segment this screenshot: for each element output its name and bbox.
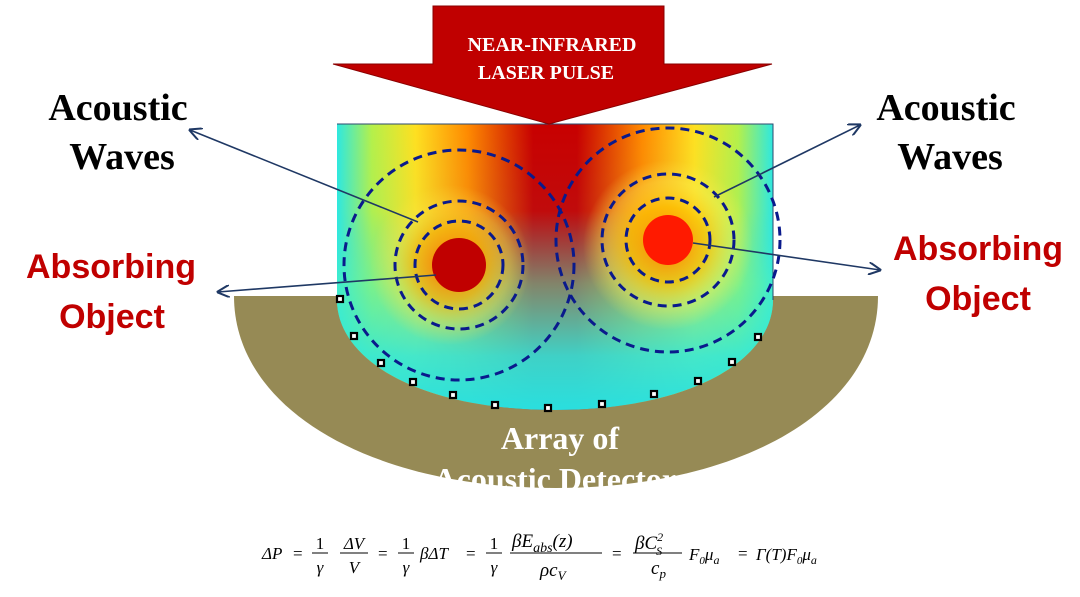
wavefronts-right [554,126,782,354]
detector-array-line2: Acoustic Detectors [434,461,689,497]
absorbing-object-left-line2: Object [59,298,165,336]
absorbing-object-right [643,215,693,265]
svg-text:=: = [293,544,303,563]
svg-text:F0μa: F0μa [688,545,719,567]
acoustic-waves-right-line1: Acoustic [876,87,1015,129]
svg-text:=: = [738,544,748,563]
detector [727,357,737,367]
svg-text:Γ(T)F0μa: Γ(T)F0μa [755,545,817,567]
pointer-absorbing-left [218,274,437,292]
svg-text:βΔT: βΔT [419,544,449,563]
tissue-heatmap [337,124,773,410]
pointer-lines [190,125,880,292]
detector [490,400,500,410]
acoustic-waves-left-line2: Waves [69,136,175,178]
svg-text:=: = [466,544,476,563]
detector [693,376,703,386]
photoacoustic-equation: ΔP = 1 γ ΔV V = 1 γ βΔT = 1 γ βEabs(z) ρ… [261,530,817,583]
absorbing-object-left-line1: Absorbing [26,248,196,286]
acoustic-detectors [335,294,763,413]
acoustic-waves-right-line2: Waves [897,136,1003,178]
svg-text:cp: cp [651,558,666,581]
detector [597,399,607,409]
detector [753,332,763,342]
svg-text:=: = [612,544,622,563]
svg-text:1: 1 [490,534,499,553]
detector [349,331,359,341]
svg-text:ρcV: ρcV [539,560,568,583]
laser-pulse-arrow [332,5,773,125]
detector [335,294,345,304]
pointer-absorbing-right [692,242,880,270]
acoustic-waves-left-line1: Acoustic [48,87,187,129]
svg-text:1: 1 [316,534,325,553]
laser-label-line2: LASER PULSE [478,62,614,84]
pointer-acoustic-left [190,130,419,223]
svg-text:γ: γ [491,558,499,577]
laser-label-line1: NEAR-INFRARED [468,34,637,56]
tissue-outline [337,123,774,300]
detector-array-line1: Array of [501,420,620,456]
eq-lhs: ΔP [261,544,282,563]
svg-text:γ: γ [317,558,325,577]
detector [543,403,553,413]
detector [649,389,659,399]
detector [448,390,458,400]
svg-text:=: = [378,544,388,563]
wavefronts-left [342,148,576,382]
pointer-acoustic-right [713,125,860,198]
svg-text:ΔV: ΔV [343,534,367,553]
svg-text:βEabs(z): βEabs(z) [511,531,573,556]
svg-text:1: 1 [402,534,411,553]
detector [408,377,418,387]
absorbing-object-left [432,238,486,292]
svg-text:γ: γ [403,558,411,577]
detector [376,358,386,368]
absorbing-object-right-line2: Object [925,280,1031,318]
svg-text:V: V [349,558,362,577]
absorbing-object-right-line1: Absorbing [893,230,1063,268]
